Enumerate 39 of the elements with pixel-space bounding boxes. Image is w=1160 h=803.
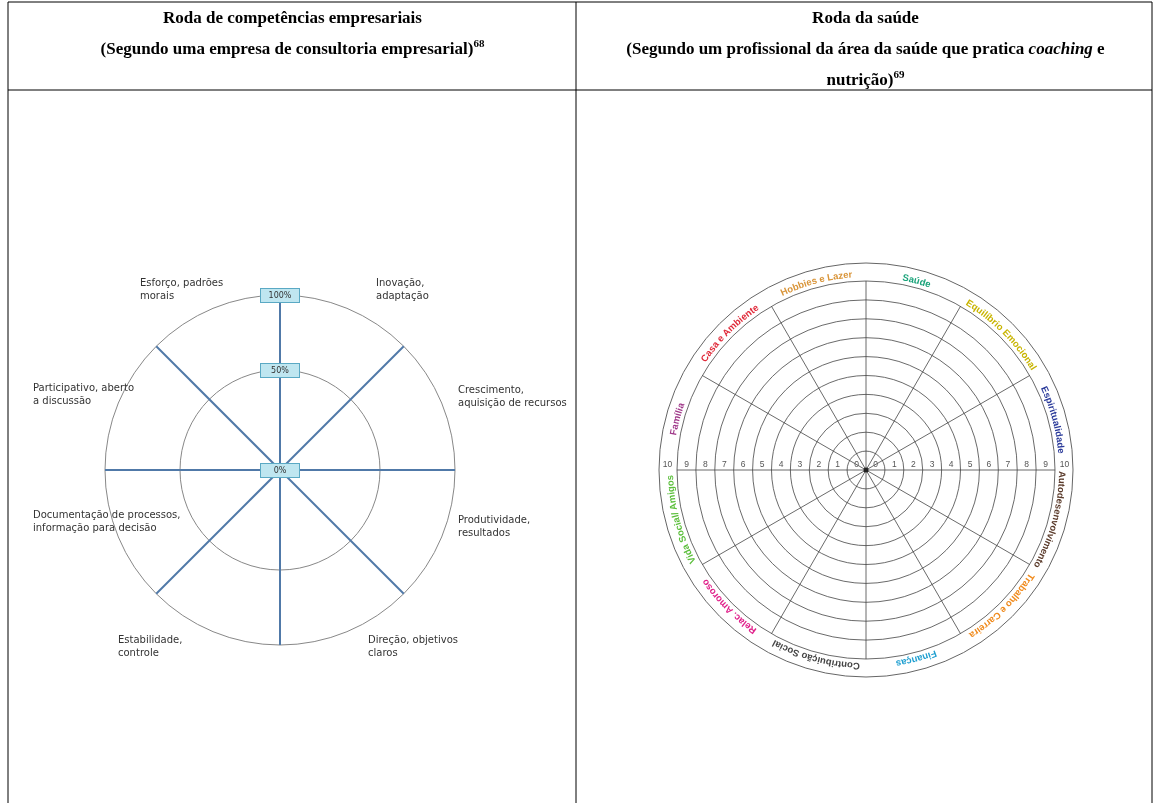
wheel-category-label: Saúde: [901, 271, 933, 290]
wheel-category-label: Crescimento, aquisição de recursos: [458, 383, 568, 409]
scale-number: 2: [816, 459, 822, 469]
scale-number: 0: [854, 459, 859, 469]
wheel-category-label: Inovação, adaptação: [376, 276, 430, 302]
wheel-category-label: Participativo, aberto a discussão: [33, 381, 136, 407]
table-header-subtitle: (Segundo uma empresa de consultoria empresarial)$^{68}$: [99, 36, 486, 60]
scale-number: 9: [684, 459, 689, 469]
scale-number: 5: [967, 459, 973, 469]
table-header-title: Roda da saúde: [811, 7, 920, 29]
scale-number: 0: [873, 459, 878, 469]
wheel-category-label: Finanças: [895, 648, 939, 670]
scale-marker: 0%: [260, 463, 300, 478]
scale-number: 3: [929, 459, 935, 469]
scale-number: 3: [797, 459, 803, 469]
wheel-category-label: Documentação de processos, informação para decisão: [33, 508, 182, 534]
scale-number: 5: [759, 459, 765, 469]
scale-number: 6: [740, 459, 746, 469]
scale-number: 4: [948, 459, 954, 469]
scale-number: 7: [721, 459, 727, 469]
wheel-category-label: Produtividade, resultados: [458, 513, 532, 539]
scale-number: 10: [662, 459, 673, 469]
scale-number: 6: [986, 459, 992, 469]
wheel-category-label: Direção, objetivos claros: [368, 633, 459, 659]
scale-marker: 50%: [260, 363, 300, 378]
scale-number: 1: [892, 459, 897, 469]
scale-marker: 100%: [260, 288, 300, 303]
wheel-category-label: Estabilidade, controle: [118, 633, 184, 659]
table-header-subtitle: (Segundo um profissional da área da saúde que pratica coaching e nutrição)$^{69}$: [625, 38, 1106, 91]
scale-number: 1: [835, 459, 840, 469]
wheel-category-label: Esforço, padrões morais: [140, 276, 225, 302]
scale-number: 4: [778, 459, 784, 469]
scale-number: 8: [1024, 459, 1030, 469]
scale-number: 2: [910, 459, 916, 469]
scale-number: 9: [1043, 459, 1048, 469]
scale-number: 8: [703, 459, 708, 469]
scale-number: 7: [1005, 459, 1011, 469]
scale-number: 10: [1059, 459, 1070, 469]
table-header-title: Roda de competências empresariais: [162, 7, 423, 29]
